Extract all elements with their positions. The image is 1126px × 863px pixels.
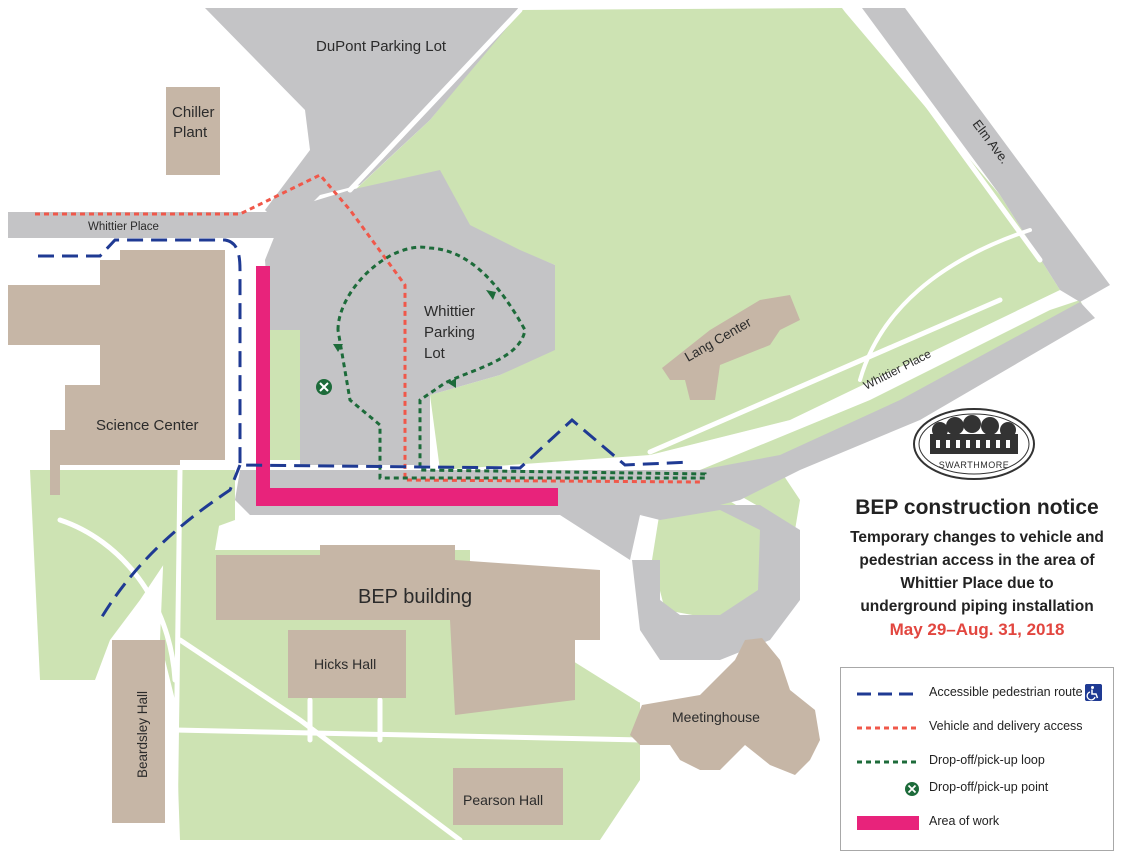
route-arrows	[333, 290, 496, 388]
whittier-place-west-road	[8, 212, 290, 238]
path-north-diagonal	[347, 7, 523, 193]
notice-dates: May 29–Aug. 31, 2018	[889, 620, 1065, 639]
label-bep-building: BEP building	[358, 586, 472, 608]
legend-symbol-area-of-work	[857, 816, 919, 830]
science-center	[8, 250, 225, 495]
path-southwest	[172, 467, 183, 843]
dropoff-point-icon	[905, 782, 919, 796]
legend-symbol-dropoff-loop	[857, 760, 919, 764]
area-of-work	[256, 266, 558, 506]
pearson-hall	[453, 768, 563, 825]
legend-item-dropoff-point: Drop-off/pick-up point	[841, 779, 1115, 799]
legend-symbol-vehicle-access	[857, 726, 919, 730]
dropoff-loop-route	[336, 245, 707, 480]
legend-label-pedestrian-route: Accessible pedestrian route	[929, 685, 1083, 699]
grass-east-strip	[700, 300, 1090, 490]
chiller-plant	[166, 87, 220, 175]
label-whittier-lot-3: Lot	[424, 345, 446, 362]
beardsley-hall	[112, 640, 165, 823]
label-science-center: Science Center	[96, 417, 199, 434]
pedestrian-route	[38, 238, 691, 621]
legend-item-pedestrian-route: Accessible pedestrian route	[841, 684, 1115, 704]
notice-description-line-1: Temporary changes to vehicle and	[850, 529, 1104, 546]
legend-item-vehicle-access: Vehicle and delivery access	[841, 718, 1115, 738]
legend-label-vehicle-access: Vehicle and delivery access	[929, 719, 1083, 733]
label-whittier-place-west: Whittier Place	[88, 221, 159, 233]
loop-arrow-down	[333, 344, 343, 352]
loop-arrow-northeast	[486, 290, 496, 300]
whittier-parking-lot	[265, 170, 555, 465]
label-dupont-parking-lot: DuPont Parking Lot	[316, 38, 447, 55]
roundabout-road	[632, 505, 800, 660]
loop-arrow-west	[448, 378, 456, 388]
label-pearson-hall: Pearson Hall	[463, 792, 543, 808]
construction-notice: BEP construction notice Temporary change…	[842, 496, 1112, 642]
label-meetinghouse: Meetinghouse	[672, 709, 760, 725]
grass-center-strip	[270, 330, 300, 460]
path-south-diagonal	[177, 637, 463, 843]
legend-label-area-of-work: Area of work	[929, 814, 1000, 828]
notice-title: BEP construction notice	[855, 496, 1099, 519]
label-whittier-lot-2: Parking	[424, 324, 475, 341]
legend-item-area-of-work: Area of work	[841, 813, 1115, 833]
dropoff-point-icon	[316, 379, 332, 395]
hicks-hall	[288, 630, 406, 698]
label-chiller-plant-1: Chiller	[172, 104, 215, 121]
walking-paths	[57, 7, 1043, 843]
routes	[35, 173, 707, 621]
lang-center	[662, 295, 800, 400]
path-sw-curve	[57, 517, 178, 683]
swarthmore-seal-icon: SWARTHMORE	[913, 408, 1035, 480]
notice-description-line-4: underground piping installation	[860, 598, 1094, 615]
meetinghouse	[630, 638, 820, 775]
grass-roundabout-island	[652, 495, 760, 620]
notice-description-line-3: Whittier Place due to	[900, 575, 1054, 592]
legend-label-dropoff-loop: Drop-off/pick-up loop	[929, 753, 1045, 767]
label-whittier-lot-1: Whittier	[424, 303, 475, 320]
path-pearson	[307, 697, 383, 743]
legend-label-dropoff-point: Drop-off/pick-up point	[929, 780, 1049, 794]
dupont-parking-lot	[205, 8, 518, 230]
label-chiller-plant-2: Plant	[173, 124, 208, 141]
path-east-loop	[858, 228, 1032, 382]
legend-item-dropoff-loop: Drop-off/pick-up loop	[841, 752, 1115, 772]
label-hicks-hall: Hicks Hall	[314, 656, 376, 672]
notice-description-line-2: pedestrian access in the area of	[859, 552, 1095, 569]
wheelchair-icon	[1085, 684, 1102, 701]
bep-building	[216, 545, 600, 715]
area-of-work-vertical	[256, 266, 270, 506]
legend-symbol-dropoff-point	[905, 782, 919, 796]
area-of-work-horizontal	[256, 488, 558, 506]
map-legend: Accessible pedestrian route Vehicle and …	[840, 667, 1114, 851]
legend-symbol-pedestrian-route	[857, 692, 919, 696]
path-north-east	[855, 7, 1043, 263]
grass-north-lawn	[355, 8, 1060, 470]
label-beardsley-hall: Beardsley Hall	[135, 691, 150, 778]
swarthmore-wordmark: SWARTHMORE	[939, 460, 1010, 470]
path-south-horizontal	[172, 727, 643, 743]
buildings	[8, 87, 820, 825]
path-lang-east	[647, 297, 1003, 455]
elm-avenue	[862, 8, 1110, 302]
